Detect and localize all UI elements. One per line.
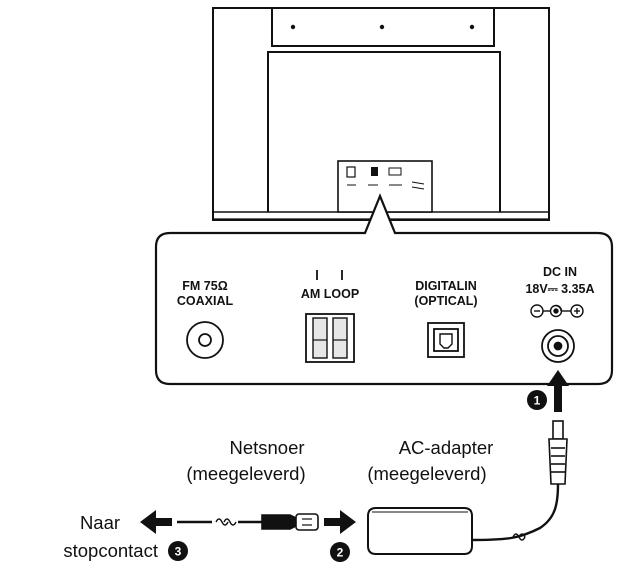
netsnoer-caption-line1: Netsnoer — [229, 437, 304, 458]
optical-input-port — [427, 322, 465, 358]
am-loop-terminal — [305, 270, 355, 363]
screw-right — [469, 24, 475, 30]
fm-coaxial-jack — [186, 321, 224, 359]
insert-arrow-right — [324, 510, 356, 534]
screw-center — [379, 24, 385, 30]
am-label: AM LOOP — [301, 287, 359, 301]
mains-cord-plug — [261, 513, 319, 531]
digital-label-line2: (OPTICAL) — [414, 294, 477, 308]
digital-label-line1: DIGITALIN — [415, 279, 477, 293]
dc-cable-break — [512, 533, 526, 541]
step-3-number: 3 — [175, 545, 182, 559]
step-1-badge: 1 — [527, 390, 547, 410]
step-2-number: 2 — [337, 546, 344, 560]
ac-adapter — [367, 507, 473, 555]
cord-break — [215, 518, 237, 526]
fm-label-line1: FM 75Ω — [182, 279, 227, 293]
netsnoer-caption-line2: (meegeleverd) — [186, 463, 305, 484]
step-2-badge: 2 — [330, 542, 350, 562]
fm-label-line2: COAXIAL — [177, 294, 234, 308]
mini-port-panel — [337, 160, 433, 213]
device-rear — [212, 7, 550, 221]
panel-outline — [154, 193, 614, 386]
device-recess — [267, 51, 501, 212]
naar-caption-line1: Naar — [80, 512, 120, 533]
outlet-arrow-left — [140, 510, 172, 534]
naar-caption-line2: stopcontact — [63, 540, 158, 561]
insert-arrow-up — [547, 370, 569, 412]
dc-cable — [469, 483, 560, 542]
dc-label-line2: 18V⎓ 3.35A — [525, 282, 594, 296]
dc-in-jack — [541, 329, 575, 363]
step-1-number: 1 — [534, 394, 541, 408]
device-top-bracket — [271, 8, 495, 47]
dc-label-line1: DC IN — [543, 265, 577, 279]
dc-plug — [548, 420, 568, 485]
polarity-symbol — [530, 304, 584, 318]
adapter-caption-line1: AC-adapter — [399, 437, 494, 458]
step-3-badge: 3 — [168, 541, 188, 561]
screw-left — [290, 24, 296, 30]
adapter-caption-line2: (meegeleverd) — [367, 463, 486, 484]
